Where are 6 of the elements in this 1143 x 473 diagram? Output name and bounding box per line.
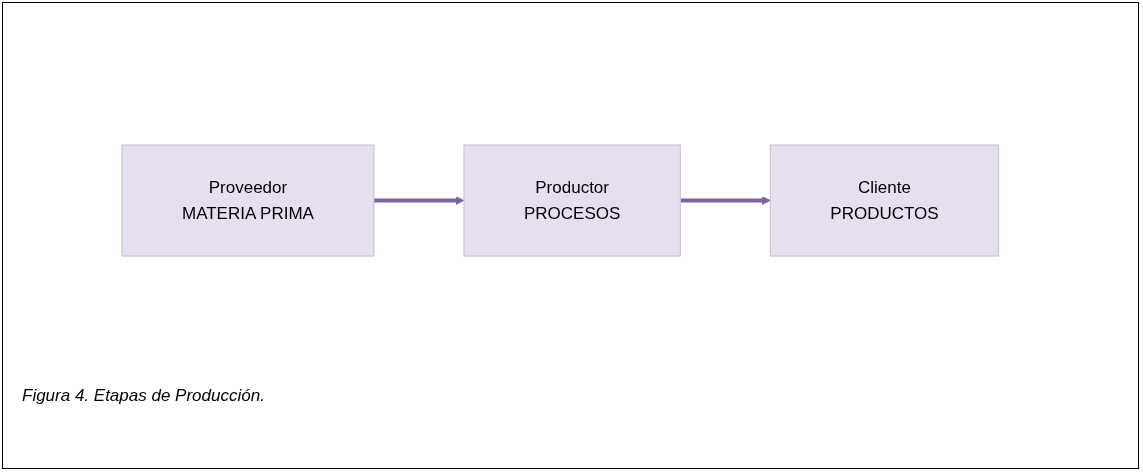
node-box: Productor PROCESOS [463,144,681,256]
arrow [373,195,465,205]
node-box: Cliente PRODUCTOS [769,144,999,256]
figure-caption: Figura 4. Etapas de Producción. [22,386,265,406]
arrow [680,195,771,205]
node-box: Proveedor MATERIA PRIMA [121,144,375,256]
